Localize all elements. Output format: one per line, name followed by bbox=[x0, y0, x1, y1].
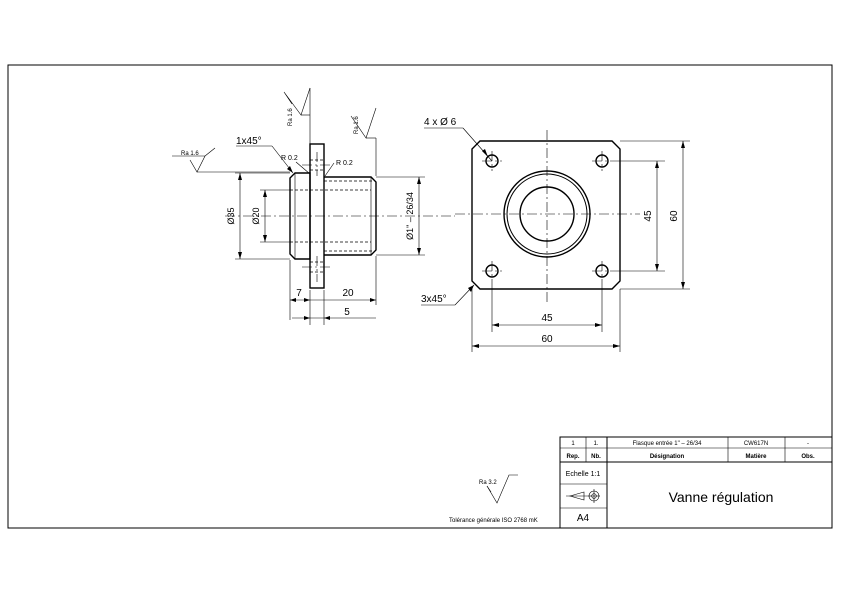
cell-nb: 1. bbox=[593, 441, 598, 447]
ra-general-label: Ra 3.2 bbox=[479, 480, 497, 486]
format-label: A4 bbox=[577, 513, 590, 524]
drawing-title: Vanne régulation bbox=[669, 489, 774, 505]
ra-label-top2: Ra 1.6 bbox=[354, 116, 360, 134]
dim-7: 7 bbox=[296, 288, 302, 299]
header-rep: Rep. bbox=[566, 454, 579, 460]
flange-square bbox=[471, 140, 621, 290]
dim-45-vertical: 45 bbox=[643, 210, 654, 222]
chamfer-label-front: 3x45° bbox=[421, 294, 447, 305]
dim-45-horizontal: 45 bbox=[541, 313, 553, 324]
projection-symbol-icon bbox=[566, 489, 600, 503]
r-label-right: R 0.2 bbox=[336, 160, 353, 167]
header-matiere: Matière bbox=[745, 454, 767, 460]
cell-rep: 1 bbox=[571, 441, 575, 447]
roughness-symbol-general bbox=[486, 474, 518, 504]
holes-label: 4 x Ø 6 bbox=[424, 117, 457, 128]
ra-label-top1: Ra 1.6 bbox=[288, 108, 294, 126]
cell-obs: - bbox=[807, 441, 809, 447]
title-block: 1 1. Flasque entrée 1" – 26/34 CW617N - … bbox=[559, 436, 833, 529]
threaded-tube bbox=[324, 176, 377, 256]
dim-thread: Ø1" – 26/34 bbox=[405, 192, 415, 240]
bolt-holes bbox=[482, 151, 612, 281]
dim-5: 5 bbox=[344, 307, 350, 318]
scale-label: Echelle 1:1 bbox=[566, 471, 601, 478]
chamfer-label-side: 1x45° bbox=[236, 136, 262, 147]
cell-designation: Flasque entrée 1" – 26/34 bbox=[633, 441, 703, 447]
ra-label-left: Ra 1.6 bbox=[181, 151, 199, 157]
dim-d20: Ø20 bbox=[251, 207, 261, 224]
cell-matiere: CW617N bbox=[744, 441, 768, 447]
dim-d35: Ø35 bbox=[226, 207, 236, 224]
tolerance-note: Tolérance générale ISO 2768 mK bbox=[449, 518, 538, 524]
side-view: Ø35 Ø20 Ø1" – 26/34 7 20 5 bbox=[172, 87, 455, 325]
header-designation: Désignation bbox=[650, 454, 685, 460]
header-nb: Nb. bbox=[591, 454, 601, 460]
front-view: 4 x Ø 6 3x45° 45 60 45 60 bbox=[421, 117, 690, 352]
general-notes: Ra 3.2 Tolérance générale ISO 2768 mK bbox=[449, 474, 538, 524]
dim-60-vertical: 60 bbox=[669, 210, 680, 222]
dim-60-horizontal: 60 bbox=[541, 334, 553, 345]
roughness-symbol-left bbox=[172, 155, 206, 173]
drawing-frame bbox=[7, 64, 833, 529]
dim-20: 20 bbox=[342, 288, 354, 299]
header-obs: Obs. bbox=[801, 454, 815, 460]
r-label-left: R 0.2 bbox=[281, 155, 298, 162]
